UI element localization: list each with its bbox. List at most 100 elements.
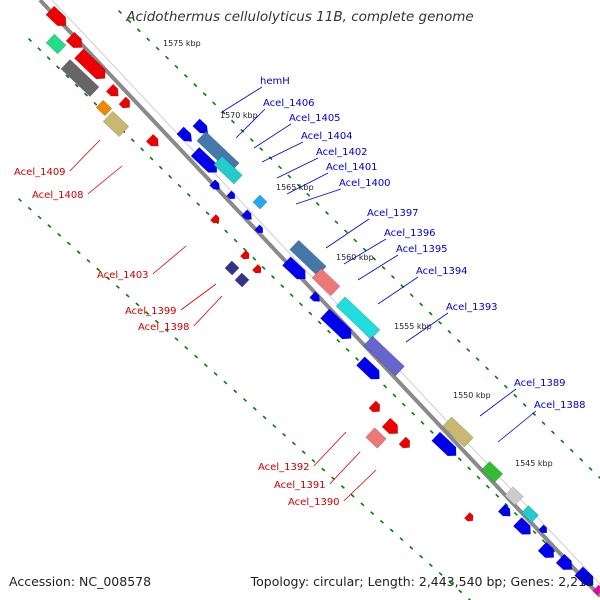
reverse-gene [45, 33, 67, 55]
forward-gene [196, 131, 240, 173]
tick-dot [140, 147, 145, 152]
reverse-gene-arrow [105, 83, 119, 97]
tick-dot [66, 241, 71, 246]
tick-dot [86, 258, 91, 263]
forward-gene-box [480, 461, 504, 483]
tick-dot [321, 467, 326, 472]
tick-dot [252, 406, 257, 411]
tick-dot [240, 128, 245, 133]
tick-dot [340, 485, 345, 489]
forward-gene-label: Acel_1401 [326, 162, 378, 173]
reverse-gene [105, 83, 119, 97]
tick-dot [428, 311, 433, 316]
tick-dot [325, 211, 330, 215]
forward-gene-label: Acel_1395 [396, 244, 448, 255]
tick-dot [392, 393, 397, 398]
forward-gene [213, 155, 243, 185]
tick-dot [118, 10, 122, 14]
reverse-gene [209, 213, 220, 224]
tick-dot [458, 589, 463, 594]
tick-dot [428, 563, 433, 568]
reverse-gene-arrow [145, 133, 159, 147]
tick-dot [202, 92, 207, 97]
forward-gene [538, 524, 548, 534]
tick-dot [298, 302, 303, 307]
tick-dot [223, 380, 228, 385]
reverse-gene-box [102, 110, 130, 138]
tick-dot [513, 393, 518, 398]
forward-gene-arrow [254, 224, 264, 234]
tick-dot [186, 192, 191, 197]
topology-text: Topology: circular; Length: 2,443,540 bp… [250, 574, 594, 589]
tick-dot [345, 347, 350, 352]
tick-dot [174, 64, 179, 69]
forward-gene [512, 517, 531, 535]
tick-dot [457, 457, 462, 462]
gene-features [45, 5, 600, 596]
forward-gene-label: Acel_1405 [289, 113, 341, 124]
tick-dot [96, 267, 101, 272]
tick-dot [456, 338, 461, 343]
tick-dot [203, 363, 208, 368]
forward-gene [356, 356, 380, 380]
reverse-gene-arrow [463, 511, 474, 522]
reverse-gene [95, 99, 113, 117]
forward-gene [282, 256, 306, 280]
forward-leader-line [235, 108, 266, 139]
tick-dot [193, 83, 198, 88]
tick-dot [532, 530, 537, 535]
reverse-gene-box [234, 272, 250, 288]
forward-gene [309, 291, 320, 302]
reverse-gene [251, 263, 262, 274]
forward-gene-box [592, 584, 600, 596]
forward-gene-arrow [190, 146, 218, 173]
tick-dot [301, 450, 306, 455]
reverse-gene-box [365, 427, 387, 449]
forward-gene [209, 179, 220, 190]
tick-dot [370, 511, 375, 515]
reverse-gene [65, 31, 83, 48]
forward-gene-label: Acel_1402 [316, 147, 368, 158]
forward-gene [555, 553, 573, 570]
tick-dot [390, 275, 395, 279]
tick-dot [27, 206, 32, 211]
tick-dot [56, 65, 61, 70]
reverse-gene-label: Acel_1409 [14, 167, 66, 178]
tick-dot [37, 47, 42, 52]
forward-leader-line [286, 172, 329, 195]
tick-dot [379, 519, 384, 524]
reverse-gene [368, 400, 381, 413]
tick-dot [541, 421, 546, 426]
forward-gene-box [363, 335, 405, 377]
reverse-gene-arrow [398, 436, 411, 449]
reverse-leader-line [193, 295, 223, 327]
kbp-label: 1555 kbp [394, 322, 432, 331]
tick-dot [196, 202, 201, 207]
reverse-gene-arrow [239, 249, 250, 260]
tick-dot [259, 147, 264, 152]
forward-gene-arrow [282, 256, 306, 280]
tick-dot [550, 430, 555, 435]
tick-dot [291, 441, 296, 446]
forward-gene [241, 209, 252, 220]
forward-gene-arrow [574, 566, 594, 586]
tick-dot [154, 319, 159, 324]
forward-leader-line [253, 123, 292, 149]
forward-gene-label: hemH [260, 76, 290, 87]
tick-dot [494, 375, 499, 380]
kbp-label: 1570 kbp [220, 111, 258, 120]
tick-dot [360, 502, 365, 507]
gene-labels[interactable]: hemHAcel_1406Acel_1405Acel_1404Acel_1402… [14, 76, 586, 508]
tick-dot [476, 475, 481, 480]
reverse-gene-box [60, 59, 100, 97]
forward-gene [592, 584, 600, 596]
tick-dot [350, 493, 355, 498]
reverse-leader-line [180, 283, 217, 311]
tick-dot [311, 458, 316, 463]
forward-gene-box [252, 194, 268, 210]
tick-dot [270, 275, 275, 279]
tick-dot [401, 402, 406, 407]
reverse-gene-label: Acel_1392 [258, 462, 310, 473]
